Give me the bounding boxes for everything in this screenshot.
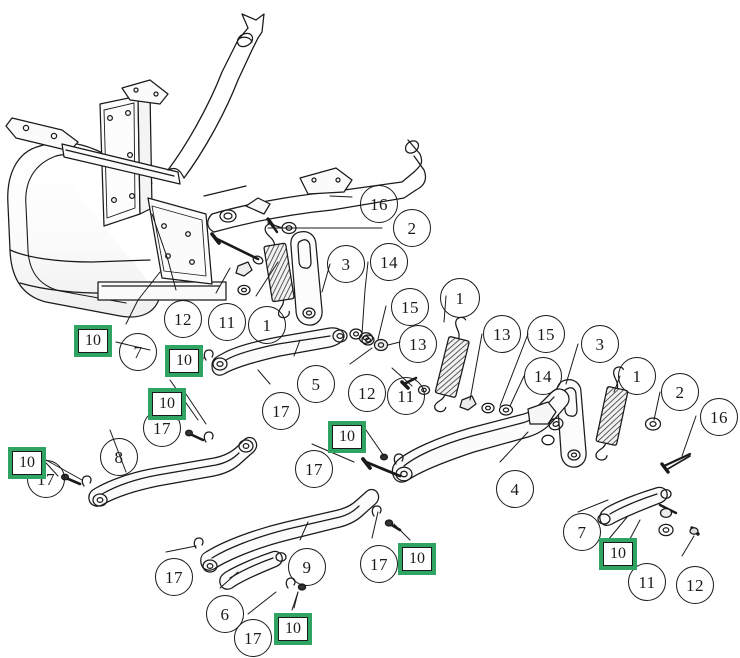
callout-balloon-15[interactable]: 15 — [391, 288, 429, 326]
callout-balloon-17[interactable]: 17 — [262, 392, 300, 430]
callout-balloon-1[interactable]: 1 — [440, 278, 480, 318]
highlighted-part-label-10[interactable]: 10 — [165, 345, 203, 377]
callout-balloon-13[interactable]: 13 — [483, 315, 521, 353]
highlighted-part-label-10[interactable]: 10 — [8, 447, 46, 479]
callout-balloon-14[interactable]: 14 — [524, 357, 562, 395]
callout-balloon-17[interactable]: 17 — [155, 558, 193, 596]
callout-balloon-12[interactable]: 12 — [164, 300, 202, 338]
callout-balloon-3[interactable]: 3 — [581, 325, 619, 363]
callout-balloon-17[interactable]: 17 — [295, 450, 333, 488]
callout-balloon-13[interactable]: 13 — [399, 325, 437, 363]
part-label-text: 10 — [78, 329, 108, 353]
callout-balloon-11[interactable]: 11 — [208, 303, 246, 341]
callout-balloon-17[interactable]: 17 — [360, 545, 398, 583]
part-label-text: 10 — [402, 547, 432, 571]
highlighted-part-label-10[interactable]: 10 — [274, 613, 312, 645]
arm-item-8 — [60, 429, 258, 507]
callout-balloon-5[interactable]: 5 — [297, 365, 335, 403]
callout-balloon-4[interactable]: 4 — [496, 470, 534, 508]
callout-balloon-14[interactable]: 14 — [370, 243, 408, 281]
callout-balloon-8[interactable]: 8 — [100, 438, 138, 476]
callout-balloon-12[interactable]: 12 — [676, 566, 714, 604]
part-label-text: 10 — [278, 617, 308, 641]
callout-balloon-11[interactable]: 11 — [387, 377, 425, 415]
part-label-text: 10 — [332, 425, 362, 449]
callout-balloon-12[interactable]: 12 — [348, 374, 386, 412]
part-label-text: 10 — [603, 542, 633, 566]
highlighted-part-label-10[interactable]: 10 — [328, 421, 366, 453]
frame-assembly — [5, 13, 427, 318]
part-label-text: 10 — [12, 451, 42, 475]
part-label-text: 10 — [169, 349, 199, 373]
callout-balloon-1[interactable]: 1 — [248, 306, 286, 344]
callout-balloon-6[interactable]: 6 — [206, 595, 244, 633]
lift-arm-item-4 — [361, 388, 570, 483]
callout-balloon-17[interactable]: 17 — [234, 619, 272, 657]
callout-balloon-7[interactable]: 7 — [119, 333, 157, 371]
callout-balloon-1[interactable]: 1 — [618, 357, 656, 395]
callout-balloon-16[interactable]: 16 — [700, 398, 738, 436]
highlighted-part-label-10[interactable]: 10 — [398, 543, 436, 575]
callout-balloon-16[interactable]: 16 — [360, 185, 398, 223]
callout-balloon-7[interactable]: 7 — [563, 513, 601, 551]
highlighted-part-label-10[interactable]: 10 — [599, 538, 637, 570]
callout-balloon-2[interactable]: 2 — [393, 209, 431, 247]
callout-balloon-2[interactable]: 2 — [661, 373, 699, 411]
callout-balloon-9[interactable]: 9 — [288, 548, 326, 586]
callout-balloon-15[interactable]: 15 — [527, 315, 565, 353]
highlighted-part-label-10[interactable]: 10 — [148, 388, 186, 420]
callout-balloon-11[interactable]: 11 — [628, 563, 666, 601]
highlighted-part-label-10[interactable]: 10 — [74, 325, 112, 357]
part-label-text: 10 — [152, 392, 182, 416]
callout-balloon-3[interactable]: 3 — [327, 245, 365, 283]
rod-item-7 — [597, 486, 700, 537]
